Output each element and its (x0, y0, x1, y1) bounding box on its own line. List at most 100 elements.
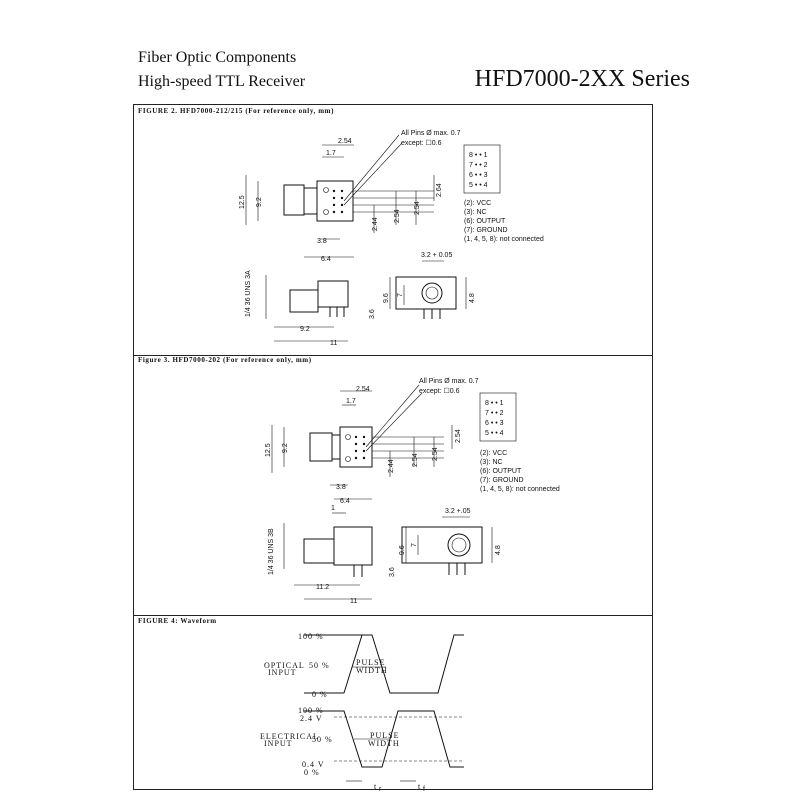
dim-label: 9.2 (300, 326, 310, 333)
elec-04v: 0.4 V (302, 760, 325, 769)
dim-label: 3.8 (317, 238, 327, 245)
electrical-label: ELECTRICAL (260, 732, 319, 741)
pin-grid-row: 8 • • 1 (469, 152, 488, 159)
flange (303, 187, 318, 215)
optical-label-2: INPUT (268, 668, 297, 677)
section-divider (134, 615, 652, 616)
opt-100: 100 % (298, 632, 324, 641)
dim-label: 3.8 (336, 484, 346, 491)
front-body (395, 276, 457, 310)
lens-inner (425, 286, 439, 300)
pin-hole (323, 209, 329, 215)
lens-inner (451, 537, 467, 553)
pin-grid-box (463, 144, 501, 194)
pin-legend: (3): NC (480, 459, 503, 466)
dim-label: 3.6 (389, 567, 396, 577)
pin-hole (345, 456, 351, 462)
dim-label: 1.7 (326, 150, 336, 157)
dim-label: 11 (350, 598, 357, 605)
dim-label: 4.8 (495, 545, 502, 555)
dim-label: 9.6 (399, 545, 406, 555)
figure4-caption: FIGURE 4: Waveform (138, 617, 217, 625)
elec-24v: 2.4 V (300, 714, 323, 723)
dim-label: 2.44 (388, 459, 395, 473)
side-barrel (289, 289, 319, 313)
dim-label: 2.64 (436, 183, 443, 197)
elec-100: 100 % (298, 706, 324, 715)
tr-label: t (374, 782, 377, 791)
dim-label: 1.7 (346, 398, 356, 405)
elec-0: 0 % (304, 768, 320, 777)
dim-label: 3.2 + 0.05 (421, 252, 452, 259)
dim-label: 11.2 (316, 584, 329, 591)
pin-grid-row: 5 • • 4 (485, 430, 504, 437)
pin-legend: (3): NC (464, 209, 487, 216)
pin-legend: (2): VCC (480, 450, 507, 457)
optical-label: OPTICAL (264, 661, 305, 670)
flange (331, 434, 341, 460)
dim-label: 2.54 (394, 209, 401, 223)
pin-legend: (1, 4, 5, 8): not connected (480, 486, 560, 493)
dim-label: 6.4 (321, 256, 331, 263)
figure-frame: FIGURE 2. HFD7000-212/215 (For reference… (133, 104, 653, 791)
dim-label: 7 (397, 293, 404, 297)
figure3-lower-views: 1 1/4 36 UNS 3B 11.2 11 3.2 +.05 9.6 7 4… (268, 505, 502, 605)
pin-grid-row: 7 • • 2 (469, 162, 488, 169)
width-label: WIDTH (356, 666, 388, 675)
dim-label: 3.2 +.05 (445, 508, 471, 515)
dim-label: 12.5 (239, 195, 246, 209)
optical-rise (343, 634, 363, 694)
tr-sub: r (379, 786, 382, 791)
tf-label: t (418, 782, 421, 791)
dim-label: 2.54 (455, 429, 462, 443)
dim-label: 12.5 (265, 443, 272, 457)
side-barrel (303, 538, 335, 564)
pin-grid-row: 7 • • 2 (485, 410, 504, 417)
pin-grid-box (479, 392, 517, 442)
pin-hole (323, 187, 329, 193)
pin-grid-row: 6 • • 3 (469, 172, 488, 179)
pins-note: except: ☐0.6 (419, 387, 460, 395)
figure3-drawing: 2.54 1.7 12.5 9.2 2.54 2.44 2.54 2.54 3.… (265, 378, 560, 505)
connector-barrel (283, 184, 305, 216)
pin-grid-row: 6 • • 3 (485, 420, 504, 427)
side-body (317, 280, 349, 308)
pin-legend: (7): GROUND (464, 227, 508, 234)
pin-legend: (2): VCC (464, 200, 491, 207)
dim-label: 3.6 (369, 309, 376, 319)
optical-waveform (304, 634, 464, 694)
pin-legend: (1, 4, 5, 8): not connected (464, 236, 544, 243)
figure2-drawing: 2.54 1.7 12.5 9.2 2.64 2.44 2.54 2.54 3.… (239, 130, 544, 347)
figure2-caption: FIGURE 2. HFD7000-212/215 (For reference… (138, 107, 335, 115)
pin-dots (354, 435, 366, 460)
pin-grid-row: 5 • • 4 (469, 182, 488, 189)
thread-label: 1/4 36 UNS 3B (268, 528, 275, 575)
dim-label: 2.54 (412, 453, 419, 467)
pin-hole (345, 434, 351, 440)
pins-note: All Pins Ø max. 0.7 (419, 378, 479, 385)
width-label: WIDTH (368, 739, 400, 748)
pin-dots (332, 189, 344, 214)
front-body (401, 526, 483, 564)
thread-label: 1/4 36 UNS 3A (245, 270, 252, 317)
dim-label: 2.54 (414, 201, 421, 215)
figure3-caption: Figure 3. HFD7000-202 (For reference onl… (138, 356, 312, 364)
pins-note: All Pins Ø max. 0.7 (401, 130, 461, 137)
doc-header-left: Fiber Optic Components High-speed TTL Re… (138, 46, 305, 94)
dim-label: 4.8 (469, 293, 476, 303)
elec-50: 50 % (312, 735, 333, 744)
pulse-label: PULSE (356, 658, 385, 667)
dim-label: 9.2 (256, 197, 263, 207)
dim-label: 2.44 (372, 217, 379, 231)
pin-grid-row: 8 • • 1 (485, 400, 504, 407)
pin-legend: (6): OUTPUT (464, 218, 506, 225)
lens-circle (447, 533, 471, 557)
section-divider (134, 355, 652, 356)
header-line-2: High-speed TTL Receiver (138, 73, 306, 90)
dim-label: 6.4 (340, 498, 350, 505)
pin-legend: (6): OUTPUT (480, 468, 522, 475)
tf-sub: f (423, 786, 425, 791)
dim-label: 11 (330, 340, 337, 347)
dim-label: 1 (331, 505, 335, 512)
series-title: HFD7000-2XX Series (474, 66, 690, 92)
